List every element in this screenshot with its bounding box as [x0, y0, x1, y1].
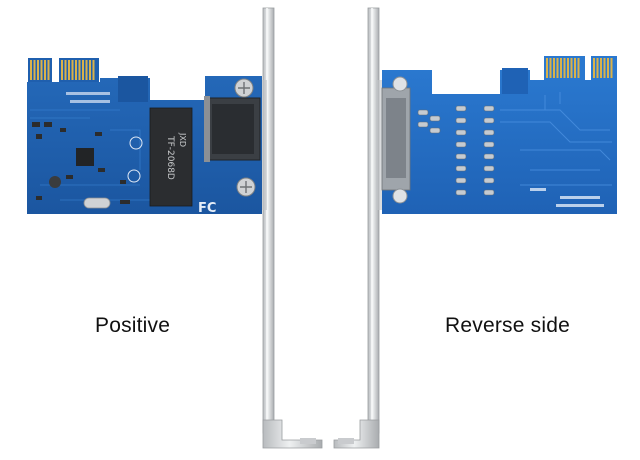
front-bracket [258, 7, 323, 449]
front-pcb: TF-2068D JXD [27, 58, 262, 216]
reverse-gold-contacts [544, 56, 617, 80]
crystal-oscillator [83, 197, 111, 209]
reverse-side-caption: Reverse side [445, 314, 570, 337]
mounting-screw-top [234, 78, 254, 98]
reverse-pcb [381, 56, 617, 214]
transformer-brand: JXD [178, 132, 187, 147]
transformer: TF-2068D JXD [149, 107, 193, 207]
transformer-marking: TF-2068D [165, 135, 175, 180]
front-gold-contacts [28, 58, 99, 82]
mounting-screw-bottom [236, 177, 256, 197]
controller-chip [76, 148, 94, 166]
fcc-mark: FC [198, 201, 216, 216]
front-card: TF-2068D JXD [27, 7, 323, 449]
solder-pads [417, 105, 495, 196]
rj45-port [204, 96, 261, 162]
reverse-card [333, 7, 617, 449]
reverse-bracket [333, 7, 384, 449]
front-side-caption: Positive [95, 314, 171, 337]
